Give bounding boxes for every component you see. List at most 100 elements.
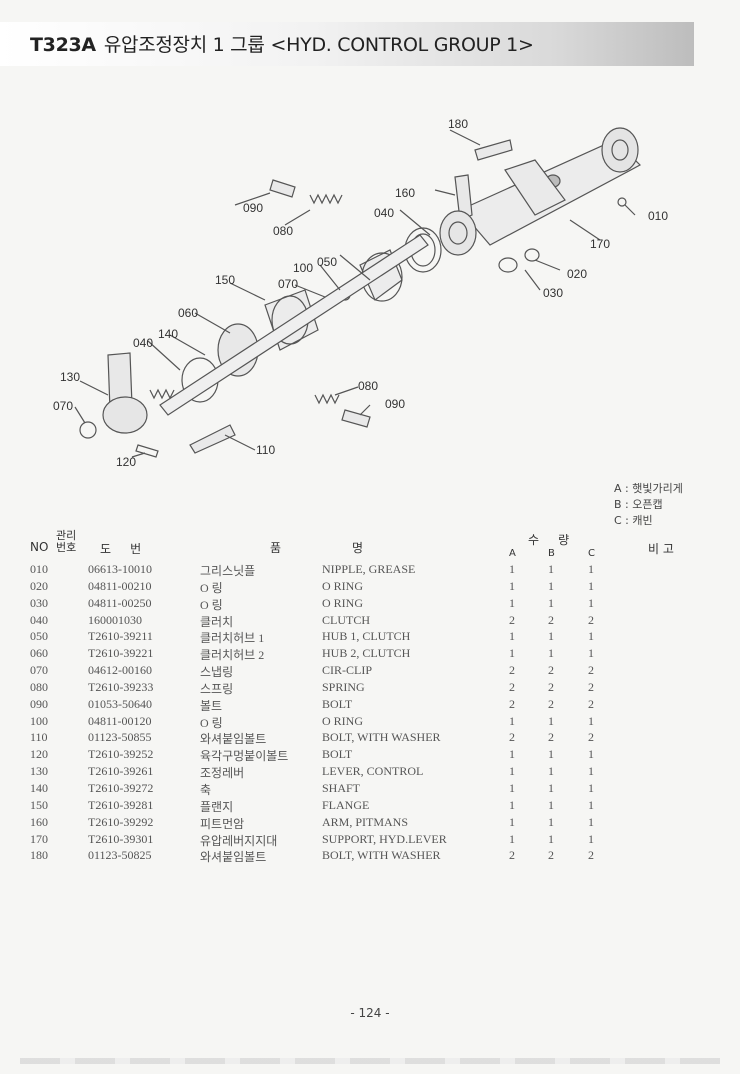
qty-a: 1 (509, 814, 515, 829)
part-number: 04612-00160 (88, 663, 152, 678)
name-english: BOLT, WITH WASHER (322, 730, 441, 745)
part-number: 04811-00250 (88, 595, 152, 610)
part-number: T2610-39252 (88, 747, 154, 762)
callout-140: 140 (158, 327, 178, 341)
callout-120: 120 (116, 455, 136, 469)
qty-a: 1 (509, 578, 515, 593)
qty-b: 1 (548, 797, 554, 812)
qty-a: 1 (509, 747, 515, 762)
qty-c: 2 (588, 696, 594, 711)
name-korean: 클러치허브 1 (200, 631, 265, 646)
name-korean: 스프링 (200, 681, 234, 696)
qty-b: 1 (548, 831, 554, 846)
name-english: HUB 2, CLUTCH (322, 646, 411, 661)
qty-c: 1 (588, 578, 594, 593)
part-number: 01123-50855 (88, 730, 152, 745)
callout-020: 020 (567, 267, 587, 281)
table-row: 170 T2610-39301 유압레버지지대 SUPPORT, HYD.LEVER 1… (0, 832, 740, 849)
part-number: T2610-39261 (88, 764, 154, 779)
name-english: NIPPLE, GREASE (322, 562, 416, 576)
qty-c: 2 (588, 730, 594, 745)
name-english: BOLT (322, 747, 353, 762)
name-korean: 클러치허브 2 (200, 648, 265, 663)
variant-legend: A : 햇빛가리게 B : 오픈캡 C : 캐빈 (614, 481, 683, 529)
item-number: 120 (30, 747, 48, 762)
item-number: 080 (30, 679, 48, 694)
name-korean: 와셔붙임볼트 (200, 850, 267, 865)
qty-c: 1 (588, 814, 594, 829)
callout-080-lower: 080 (358, 379, 378, 393)
part-number: T2610-39301 (88, 831, 154, 846)
name-english: BOLT, WITH WASHER (322, 848, 441, 863)
title-english: <HYD. CONTROL GROUP 1> (270, 34, 534, 56)
callout-050: 050 (317, 255, 337, 269)
part-number: T2610-39211 (88, 629, 153, 644)
qty-b: 1 (548, 764, 554, 779)
name-english: SUPPORT, HYD.LEVER (322, 831, 447, 846)
col-header-no: NO (30, 540, 49, 554)
name-korean: 축 (200, 782, 212, 797)
qty-a: 2 (509, 730, 515, 745)
part-number: 04811-00210 (88, 578, 152, 593)
name-english: BOLT (322, 696, 353, 711)
col-header-name: 명 (352, 541, 364, 555)
name-english: O RING (322, 713, 363, 728)
item-number: 020 (30, 578, 48, 593)
part-number: T2610-39233 (88, 679, 154, 694)
qty-a: 2 (509, 612, 515, 627)
callout-150: 150 (215, 273, 235, 287)
callout-010: 010 (648, 209, 668, 223)
qty-a: 2 (509, 663, 515, 678)
part-number: 01053-50640 (88, 696, 152, 711)
name-korean: 그리스닛플 (200, 564, 256, 578)
col-header-name-kr: 품 (270, 541, 282, 555)
qty-c: 1 (588, 629, 594, 644)
item-number: 030 (30, 595, 48, 610)
callout-070-lower: 070 (53, 399, 73, 413)
callout-040: 040 (374, 206, 394, 220)
model-code: T323A (30, 34, 96, 56)
part-number: T2610-39221 (88, 646, 154, 661)
callout-070: 070 (278, 277, 298, 291)
item-number: 060 (30, 646, 48, 661)
qty-b: 1 (548, 562, 554, 576)
col-header-mgmt: 관리 번호 (56, 529, 77, 554)
item-number: 070 (30, 663, 48, 678)
item-number: 100 (30, 713, 48, 728)
name-korean: 유압레버지지대 (200, 833, 278, 848)
page-number: - 124 - (350, 1006, 390, 1020)
name-korean: 플랜지 (200, 799, 234, 814)
name-english: CIR-CLIP (322, 663, 373, 678)
qty-c: 1 (588, 780, 594, 795)
qty-a: 1 (509, 629, 515, 644)
qty-a: 2 (509, 679, 515, 694)
qty-c: 2 (588, 663, 594, 678)
col-header-qty-c: C (588, 548, 595, 559)
name-korean: 조정레버 (200, 766, 245, 781)
callout-170: 170 (590, 237, 610, 251)
qty-b: 2 (548, 696, 554, 711)
name-english: ARM, PITMANS (322, 814, 409, 829)
callout-090: 090 (243, 201, 263, 215)
callout-110: 110 (256, 443, 275, 457)
qty-b: 1 (548, 747, 554, 762)
callout-100: 100 (293, 261, 313, 275)
qty-a: 1 (509, 713, 515, 728)
item-number: 170 (30, 831, 48, 846)
name-english: FLANGE (322, 797, 370, 812)
name-english: CLUTCH (322, 612, 370, 627)
part-number: T2610-39272 (88, 780, 154, 795)
name-korean: 와셔붙임볼트 (200, 732, 267, 747)
callout-130: 130 (60, 370, 80, 384)
qty-b: 1 (548, 646, 554, 661)
item-number: 050 (30, 629, 48, 644)
